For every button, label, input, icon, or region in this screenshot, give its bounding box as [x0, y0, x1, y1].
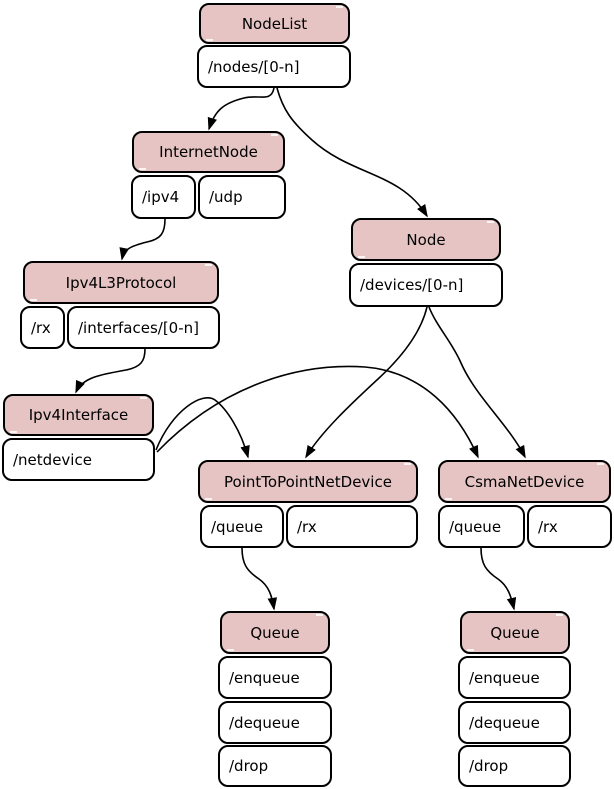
node-row-udp: /udp	[198, 175, 286, 219]
node-header-queue-right: Queue	[460, 611, 570, 654]
node-header-ipv4interface: Ipv4Interface	[3, 394, 154, 436]
edge-nodes-to-internetnode	[207, 87, 275, 131]
node-row-nodes: /nodes/[0-n]	[197, 45, 351, 88]
node-row-right-drop: /drop	[458, 745, 571, 787]
edge-nodes-to-node	[276, 87, 428, 218]
edge-ipv4-to-ipv4l3protocol	[119, 218, 166, 261]
node-row-interfaces: /interfaces/[0-n]	[67, 306, 220, 349]
node-row-p2p-queue: /queue	[200, 505, 284, 548]
node-row-devices: /devices/[0-n]	[349, 263, 503, 307]
edge-netdevice-to-p2pnetdevice	[155, 397, 250, 459]
node-header-p2pnetdevice: PointToPointNetDevice	[198, 460, 418, 503]
node-row-csma-queue: /queue	[438, 505, 525, 548]
node-row-left-dequeue: /dequeue	[218, 701, 332, 744]
node-header-ipv4l3protocol: Ipv4L3Protocol	[23, 261, 219, 304]
edge-csmaqueue-to-queue	[480, 547, 517, 611]
node-row-l3-rx: /rx	[20, 306, 65, 349]
node-row-csma-rx: /rx	[527, 505, 612, 548]
edge-devices-to-csmanetdevice	[428, 306, 526, 459]
node-header-queue-left: Queue	[220, 611, 330, 654]
node-row-ipv4: /ipv4	[131, 175, 196, 219]
edge-netdevice-to-csmanetdevice	[156, 365, 479, 459]
node-row-right-enqueue: /enqueue	[458, 656, 571, 699]
node-header-internetnode: InternetNode	[132, 131, 285, 173]
edge-p2pqueue-to-queue	[241, 547, 278, 611]
node-row-netdevice: /netdevice	[2, 438, 155, 481]
edge-devices-to-p2pnetdevice	[305, 306, 428, 459]
node-row-p2p-rx: /rx	[286, 505, 418, 548]
node-row-right-dequeue: /dequeue	[458, 701, 571, 744]
node-header-csmanetdevice: CsmaNetDevice	[438, 460, 611, 503]
node-header-node: Node	[351, 218, 501, 261]
edge-interfaces-to-ipv4interface	[75, 348, 146, 394]
node-row-left-enqueue: /enqueue	[218, 656, 332, 699]
node-row-left-drop: /drop	[218, 745, 332, 787]
node-header-nodelist: NodeList	[199, 3, 350, 44]
